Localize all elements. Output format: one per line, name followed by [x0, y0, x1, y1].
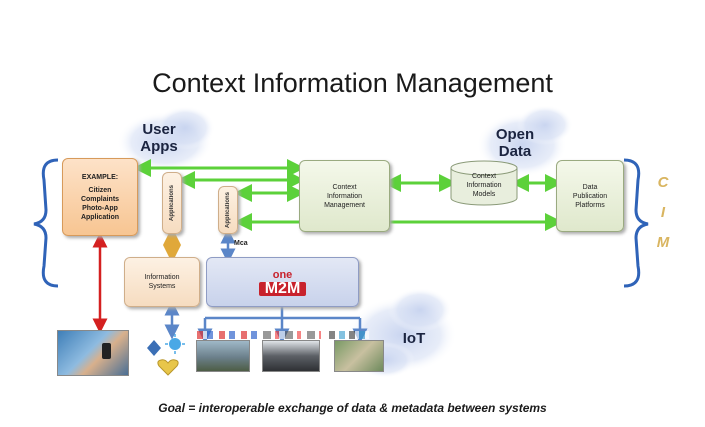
mca-label: Mca: [234, 240, 248, 247]
data-publication-platforms-box[interactable]: Data Publication Platforms: [556, 160, 624, 232]
user-apps-label: User Apps: [126, 121, 192, 155]
cim-box-line-2: Information: [326, 192, 363, 200]
context-information-management-box[interactable]: Context Information Management: [299, 160, 390, 232]
open-data-line-2: Data: [498, 143, 532, 160]
platforms-line-2: Publication: [572, 192, 608, 200]
page-title: Context Information Management: [152, 68, 553, 98]
street-photo-2: [262, 331, 321, 372]
cim-box-line-1: Context: [332, 183, 357, 191]
onem2m-logo-bottom: M2M: [258, 281, 307, 297]
device-logos-2: [263, 331, 321, 339]
models-line-3: Models: [472, 191, 496, 198]
device-logos-3: [329, 331, 369, 339]
cim-letter-i: I: [660, 204, 666, 221]
example-app-box[interactable]: EXAMPLE: Citizen Complaints Photo-App Ap…: [62, 158, 138, 236]
context-models-cylinder[interactable]: [449, 160, 519, 206]
cim-letter-m: M: [656, 234, 670, 251]
phone-icon: [102, 343, 111, 359]
example-app-line-5: Application: [80, 213, 120, 221]
applications-box-2[interactable]: Applications: [218, 186, 238, 234]
cim-letter-c: C: [657, 174, 669, 191]
example-app-line-2: Citizen: [88, 186, 112, 194]
cim-box-line-3: Management: [324, 201, 365, 209]
onem2m-logo-top: one: [272, 269, 293, 281]
infosys-line-1: Information: [144, 274, 180, 281]
user-phone-photo: [57, 330, 129, 376]
applications-box-1[interactable]: Applications: [162, 172, 182, 234]
left-brace: [33, 158, 59, 288]
onem2m-logo: one M2M: [258, 268, 307, 297]
models-line-1: Context: [471, 173, 497, 180]
open-data-label: Open Data: [482, 126, 548, 160]
goal-statement: Goal = interoperable exchange of data & …: [158, 401, 547, 415]
heart-sensor-icon: [157, 359, 179, 376]
sun-sensor-icon: [165, 334, 185, 354]
information-systems-box[interactable]: Information Systems: [124, 257, 200, 307]
platforms-line-1: Data: [582, 183, 598, 191]
context-models-label: Context Information Models: [449, 172, 519, 199]
iot-label: IoT: [402, 330, 426, 347]
open-data-cloud: [477, 105, 573, 177]
user-apps-line-2: Apps: [140, 138, 178, 155]
example-app-line-1: EXAMPLE:: [81, 173, 119, 181]
example-app-line-4: Photo-App: [82, 204, 118, 212]
user-apps-line-1: User: [142, 121, 176, 138]
onem2m-box[interactable]: one M2M: [206, 257, 359, 307]
applications-label-1: Applications: [168, 184, 175, 221]
user-apps-cloud: [117, 106, 215, 172]
aerial-photo: [329, 331, 384, 372]
infosys-line-2: Systems: [148, 283, 176, 290]
cim-letters: C I M: [650, 168, 676, 258]
models-line-2: Information: [466, 182, 502, 189]
applications-label-2: Applications: [224, 191, 231, 228]
street-photo-1: [196, 331, 257, 372]
example-app-line-3: Complaints: [80, 195, 120, 203]
platforms-line-3: Platforms: [575, 201, 605, 209]
right-brace: [623, 158, 649, 288]
diamond-sensor-icon: [147, 340, 161, 356]
sensor-icons: [147, 334, 185, 376]
open-data-line-1: Open: [495, 126, 535, 143]
device-logos-1: [197, 331, 257, 339]
